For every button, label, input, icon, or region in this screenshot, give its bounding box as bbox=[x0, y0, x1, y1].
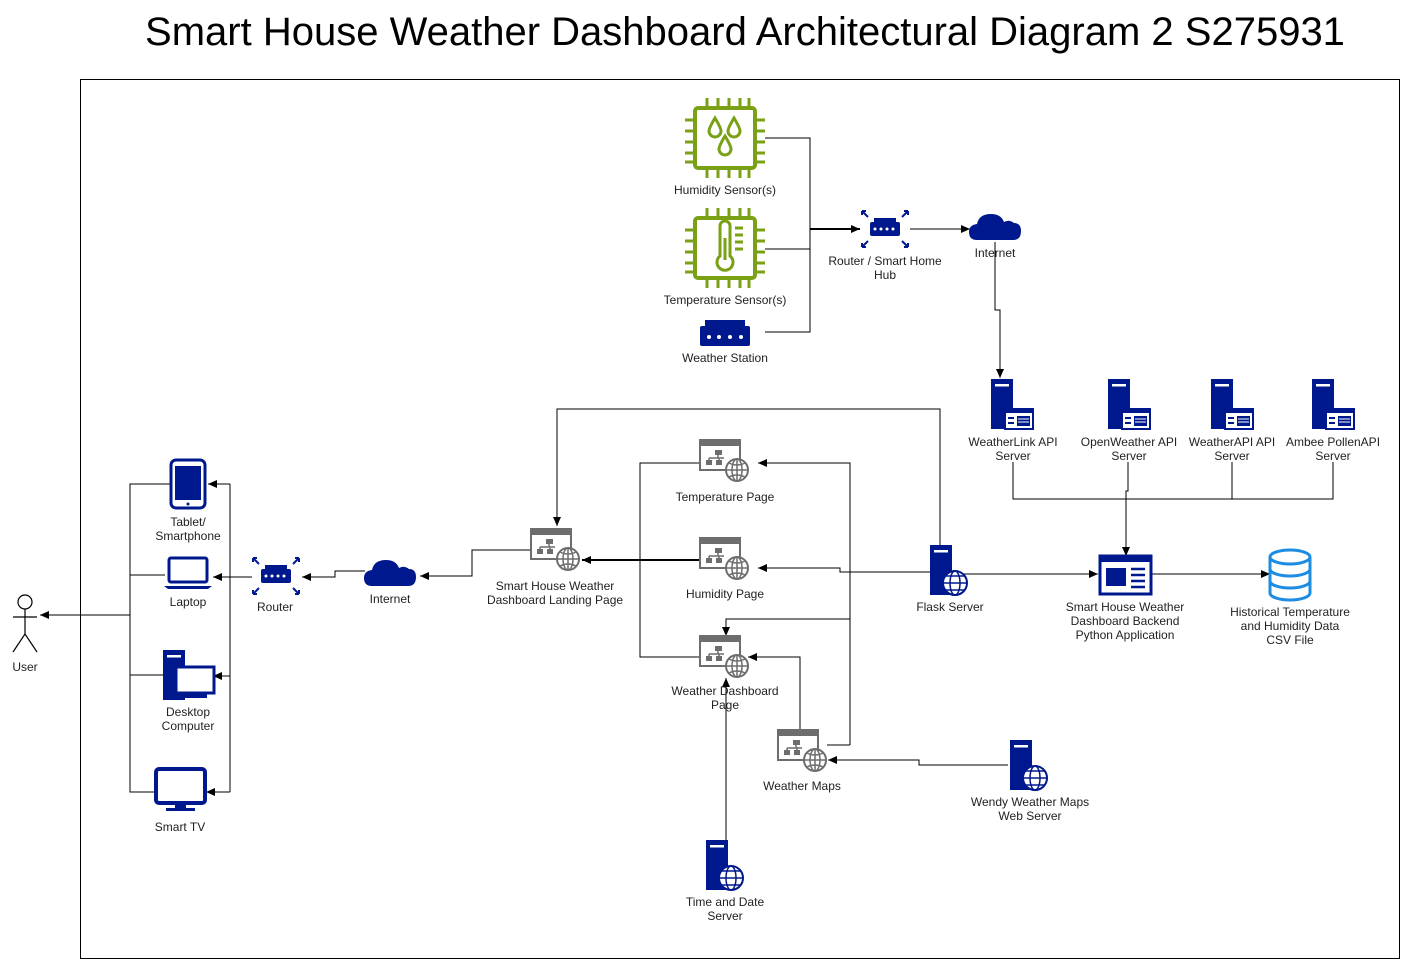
backend-app-icon bbox=[1098, 554, 1153, 596]
wendy-server-label: Wendy Weather Maps Web Server bbox=[970, 795, 1090, 823]
temperature-sensor-label: Temperature Sensor(s) bbox=[663, 293, 787, 307]
humidity-page-icon bbox=[699, 537, 749, 580]
ambee-label: Ambee PollenAPI Server bbox=[1285, 435, 1381, 463]
time-date-server-icon bbox=[706, 840, 743, 890]
edge-to-temperature bbox=[758, 459, 851, 745]
internet-top-label: Internet bbox=[974, 246, 1016, 260]
temperature-page-label: Temperature Page bbox=[675, 490, 775, 504]
weatherapi-server-icon bbox=[1211, 379, 1253, 429]
time-date-server-label: Time and Date Server bbox=[685, 895, 765, 923]
weatherlink-label: WeatherLink API Server bbox=[968, 435, 1058, 463]
smart-tv-label: Smart TV bbox=[154, 820, 206, 834]
edge-wendy-to-maps bbox=[828, 756, 1008, 766]
internet-left-cloud-icon bbox=[364, 560, 416, 586]
openweather-server-icon bbox=[1108, 379, 1150, 429]
openweather-label: OpenWeather API Server bbox=[1080, 435, 1178, 463]
edge-flask-to-landing bbox=[553, 408, 941, 545]
user-label: User bbox=[12, 660, 38, 674]
landing-page-icon bbox=[530, 528, 580, 571]
landing-page-label: Smart House Weather Dashboard Landing Pa… bbox=[486, 579, 624, 607]
edge-api-to-backend bbox=[1122, 462, 1130, 556]
weather-maps-page-icon bbox=[777, 729, 827, 772]
edge-sensors-bus bbox=[765, 137, 811, 333]
weatherlink-server-icon bbox=[991, 379, 1033, 429]
tablet-label: Tablet/ Smartphone bbox=[155, 515, 221, 543]
diagram-frame bbox=[80, 79, 1400, 959]
edge-internet-to-router bbox=[302, 570, 365, 581]
edge-flask-to-humidity bbox=[758, 564, 930, 573]
dashboard-page-icon bbox=[699, 635, 749, 678]
csv-label: Historical Temperature and Humidity Data… bbox=[1230, 605, 1350, 647]
internet-top-cloud-icon bbox=[969, 214, 1021, 240]
desktop-label: Desktop Computer bbox=[161, 705, 215, 733]
router-label: Router bbox=[256, 600, 294, 614]
edge-to-dashboard bbox=[722, 618, 850, 636]
edge-landing-to-internet bbox=[420, 549, 530, 580]
edge-internet-to-weatherlink bbox=[994, 242, 1004, 378]
router-hub-label: Router / Smart Home Hub bbox=[828, 254, 942, 282]
edge-devices-bus-left bbox=[129, 483, 170, 793]
weatherapi-label: WeatherAPI API Server bbox=[1188, 435, 1276, 463]
dashboard-page-label: Weather Dashboard Page bbox=[671, 684, 779, 712]
humidity-sensor-label: Humidity Sensor(s) bbox=[673, 183, 777, 197]
smart-tv-icon bbox=[154, 767, 207, 811]
router-icon bbox=[252, 557, 300, 595]
weather-maps-label: Weather Maps bbox=[763, 779, 841, 793]
diagram-title: Smart House Weather Dashboard Architectu… bbox=[145, 10, 1345, 54]
laptop-icon bbox=[164, 556, 212, 589]
ambee-server-icon bbox=[1312, 379, 1354, 429]
desktop-icon bbox=[163, 650, 216, 700]
tablet-icon bbox=[169, 458, 207, 510]
edge-api-bus bbox=[1012, 462, 1334, 500]
connector-lines bbox=[40, 137, 1334, 840]
wendy-server-icon bbox=[1010, 740, 1047, 790]
flask-server-icon bbox=[930, 545, 967, 595]
temperature-page-icon bbox=[699, 439, 749, 482]
humidity-sensor-icon bbox=[683, 96, 767, 180]
humidity-page-label: Humidity Page bbox=[685, 587, 765, 601]
router-hub-icon bbox=[861, 210, 909, 248]
weather-station-icon bbox=[700, 320, 750, 346]
edge-maps-to-dashboard bbox=[748, 653, 801, 730]
temperature-sensor-icon bbox=[683, 206, 767, 290]
internet-left-label: Internet bbox=[369, 592, 411, 606]
backend-label: Smart House Weather Dashboard Backend Py… bbox=[1065, 600, 1185, 642]
database-icon bbox=[1268, 548, 1312, 602]
flask-server-label: Flask Server bbox=[916, 600, 984, 614]
laptop-label: Laptop bbox=[169, 595, 207, 609]
weather-station-label: Weather Station bbox=[682, 351, 768, 365]
user-actor-icon bbox=[12, 594, 38, 653]
